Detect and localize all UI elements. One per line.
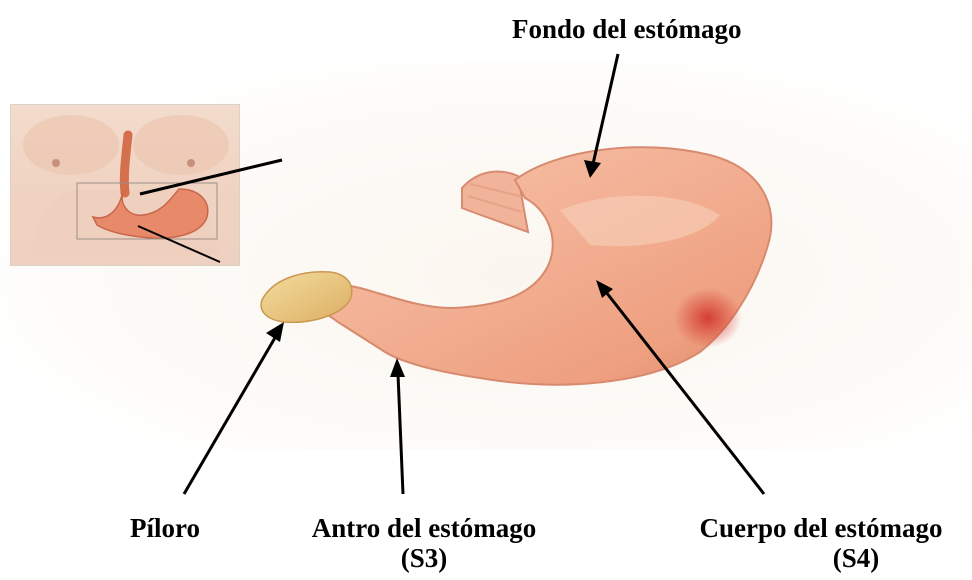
label-antrum-text: Antro del estómago	[284, 513, 564, 543]
arrow-icon	[398, 374, 403, 494]
label-antrum: Antro del estómago (S3)	[284, 513, 564, 573]
label-body-code: (S4)	[676, 543, 966, 573]
inset-pointer-line	[140, 160, 282, 194]
stomach-icon	[278, 147, 771, 384]
arrow-icon	[184, 336, 276, 494]
label-body: Cuerpo del estómago (S4)	[676, 513, 966, 573]
inset-pointer-line	[138, 226, 220, 262]
label-pylorus: Píloro	[130, 513, 200, 543]
label-body-text: Cuerpo del estómago	[676, 513, 966, 543]
label-antrum-code: (S3)	[284, 543, 564, 573]
label-fundus: Fondo del estómago	[512, 14, 742, 44]
